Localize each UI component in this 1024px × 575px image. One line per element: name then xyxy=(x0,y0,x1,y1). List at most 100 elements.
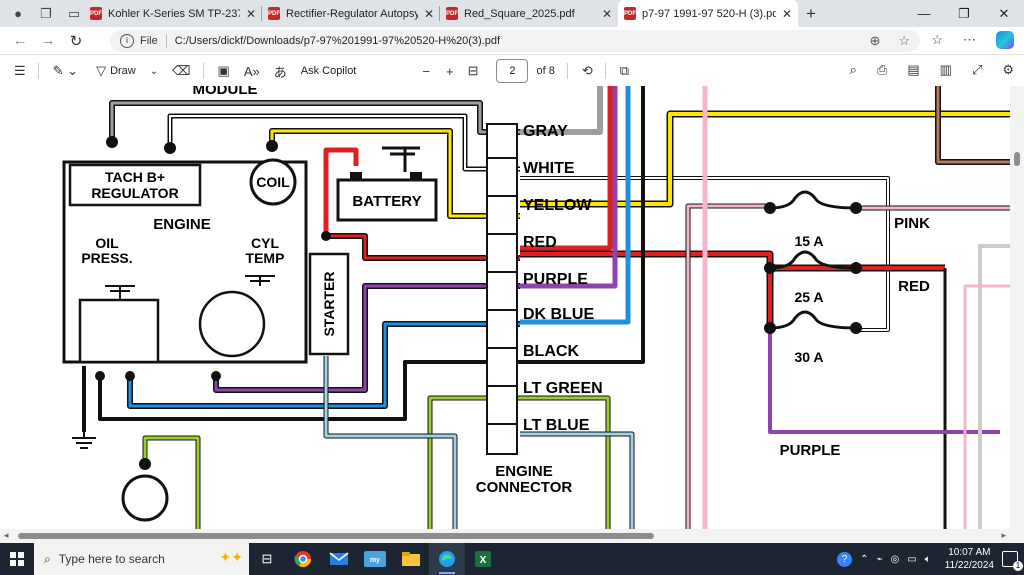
tab-title: Rectifier-Regulator Autopsy from xyxy=(286,7,418,20)
close-icon[interactable]: ✕ xyxy=(601,6,612,21)
close-icon[interactable]: ✕ xyxy=(423,6,434,21)
clock[interactable]: 10:07 AM 11/22/2024 xyxy=(945,546,994,572)
wire-label-lt-green: LT GREEN xyxy=(523,380,603,397)
close-icon[interactable]: ✕ xyxy=(245,6,256,21)
save-as-icon[interactable]: ▥ xyxy=(939,62,952,77)
pdf-viewer[interactable]: MODULE TACH B+ REGULATOR COIL BATTERY EN… xyxy=(0,86,1024,529)
print-icon[interactable]: ⎙ xyxy=(876,62,888,77)
back-icon[interactable]: ← xyxy=(12,32,28,49)
page-view-icon[interactable]: ⧉ xyxy=(619,63,630,78)
page-number-input[interactable]: 2 xyxy=(496,59,529,83)
pdf-icon: PDF xyxy=(90,7,102,20)
tab-title: p7-97 1991-97 520-H (3).pdf xyxy=(642,7,776,20)
tab-rectifier[interactable]: PDF Rectifier-Regulator Autopsy from ✕ xyxy=(262,0,440,27)
clock-date: 11/22/2024 xyxy=(944,560,994,571)
edge-icon[interactable] xyxy=(429,543,465,575)
ask-copilot-button[interactable]: Ask Copilot xyxy=(300,65,357,77)
battery-icon[interactable]: ▭ xyxy=(907,553,917,565)
save-icon[interactable]: ▤ xyxy=(907,62,920,77)
cyl-label: CYL xyxy=(251,235,279,251)
translate-icon[interactable]: あ xyxy=(273,64,287,80)
pdf-toolbar: ☰ ✎ ⌄ ▽ Draw ⌄ ⌫ ▣ A» あ Ask Copilot − + … xyxy=(0,56,1024,87)
horizontal-scrollbar[interactable]: ◂ ▸ xyxy=(0,529,1024,543)
oil-label: OIL xyxy=(95,235,119,251)
refresh-icon[interactable]: ↻ xyxy=(69,32,83,50)
draw-button[interactable]: Draw xyxy=(110,65,136,77)
wiring-diagram: MODULE TACH B+ REGULATOR COIL BATTERY EN… xyxy=(62,86,1010,529)
page-total: of 8 xyxy=(536,65,555,77)
mail-icon[interactable] xyxy=(321,543,357,575)
browser-tab-bar: ● ❐ ▭ PDF Kohler K-Series SM TP-2379 LR … xyxy=(0,0,1024,27)
search-icon[interactable]: ⌕ xyxy=(849,62,857,77)
notification-count: 1 xyxy=(1013,561,1023,571)
windows-start-icon[interactable] xyxy=(0,543,34,575)
network-icon[interactable]: ⌁ xyxy=(876,553,883,565)
settings-icon[interactable]: ⚙ xyxy=(1002,62,1014,77)
notification-icon[interactable]: 1 xyxy=(1002,551,1023,571)
mywork-icon[interactable]: my xyxy=(357,543,393,575)
connector-label: CONNECTOR xyxy=(476,479,573,496)
info-icon[interactable]: i xyxy=(120,34,134,48)
zoom-icon[interactable]: ⊕ xyxy=(869,33,881,48)
address-field[interactable]: i File C:/Users/dickf/Downloads/p7-97%20… xyxy=(110,30,920,52)
tach-label: TACH B+ xyxy=(105,169,165,185)
wire-label-lt-blue: LT BLUE xyxy=(523,417,590,434)
help-icon[interactable]: ? xyxy=(837,551,853,567)
press-label: PRESS. xyxy=(81,250,132,266)
tab-p7-97[interactable]: PDF p7-97 1991-97 520-H (3).pdf ✕ xyxy=(618,0,798,27)
fuse-30-label: 30 A xyxy=(794,349,823,365)
tab-kohler[interactable]: PDF Kohler K-Series SM TP-2379 LR (2 ✕ xyxy=(84,0,262,27)
file-explorer-icon[interactable] xyxy=(393,543,429,575)
url-text[interactable]: C:/Users/dickf/Downloads/p7-97%201991-97… xyxy=(174,35,501,47)
text-box-icon[interactable]: ▣ xyxy=(217,63,230,78)
close-icon[interactable]: ✕ xyxy=(781,6,792,21)
excel-icon[interactable]: X xyxy=(465,543,501,575)
volume-icon[interactable]: 🔈︎ xyxy=(924,553,931,565)
more-icon[interactable]: ⋯ xyxy=(963,32,976,47)
engine-label: ENGINE xyxy=(153,216,211,233)
close-window-icon[interactable]: ✕ xyxy=(998,6,1010,21)
task-view-icon[interactable]: ⊟ xyxy=(261,551,273,566)
copilot-icon[interactable] xyxy=(996,31,1014,49)
pdf-icon: PDF xyxy=(446,7,458,20)
wire-label-red: RED xyxy=(523,234,557,251)
restore-icon[interactable]: ❐ xyxy=(958,6,970,21)
minimize-icon[interactable]: — xyxy=(917,6,931,21)
zoom-out-icon[interactable]: − xyxy=(422,63,430,79)
windows-taskbar: ⌕ Type here to search ✦✦ ⊟ my X ? ⌃ ⌁ ◎ … xyxy=(0,543,1024,575)
fit-page-icon[interactable]: ⊟ xyxy=(467,63,479,78)
tab-actions-icon[interactable]: ▭ xyxy=(67,5,81,21)
temp-label: TEMP xyxy=(246,250,285,266)
wire-label-gray: GRAY xyxy=(523,123,568,140)
zoom-in-icon[interactable]: + xyxy=(445,63,454,79)
new-tab-icon[interactable]: + xyxy=(806,3,816,23)
profile-icon[interactable]: ● xyxy=(14,6,22,21)
read-aloud-icon[interactable]: A» xyxy=(243,63,260,79)
vertical-scrollbar[interactable] xyxy=(1010,86,1024,529)
contents-icon[interactable]: ☰ xyxy=(14,63,26,78)
chevron-down-icon[interactable]: ⌄ xyxy=(149,65,159,77)
draw-icon[interactable]: ▽ xyxy=(96,63,107,78)
scheme-label: File xyxy=(140,35,158,47)
taskbar-search[interactable]: ⌕ Type here to search ✦✦ xyxy=(34,543,249,575)
scrollbar-thumb[interactable] xyxy=(18,533,654,539)
workspaces-icon[interactable]: ❐ xyxy=(40,5,52,21)
tab-red-square[interactable]: PDF Red_Square_2025.pdf ✕ xyxy=(440,0,618,27)
favorite-icon[interactable]: ☆ xyxy=(898,33,910,48)
pdf-icon: PDF xyxy=(624,7,636,20)
eraser-icon[interactable]: ⌫ xyxy=(172,63,191,78)
favorites-bar-icon[interactable]: ☆ xyxy=(931,32,943,47)
forward-icon[interactable]: → xyxy=(40,32,56,49)
search-icon: ⌕ xyxy=(44,551,51,566)
connector-label-engine: ENGINE xyxy=(495,463,553,480)
module-label: MODULE xyxy=(193,86,258,98)
pdf-toolbar-right: ⌕ ⎙ ▤ ▥ ⤢ ⚙ xyxy=(850,62,1014,78)
svg-text:my: my xyxy=(370,557,380,564)
rotate-icon[interactable]: ⟲ xyxy=(581,63,593,78)
highlight-icon[interactable]: ✎ ⌄ xyxy=(52,63,79,78)
fullscreen-icon[interactable]: ⤢ xyxy=(971,62,983,77)
chevron-up-icon[interactable]: ⌃ xyxy=(860,553,869,565)
chrome-icon[interactable] xyxy=(285,543,321,575)
regulator-label: REGULATOR xyxy=(91,185,178,201)
vpn-icon[interactable]: ◎ xyxy=(890,553,900,565)
